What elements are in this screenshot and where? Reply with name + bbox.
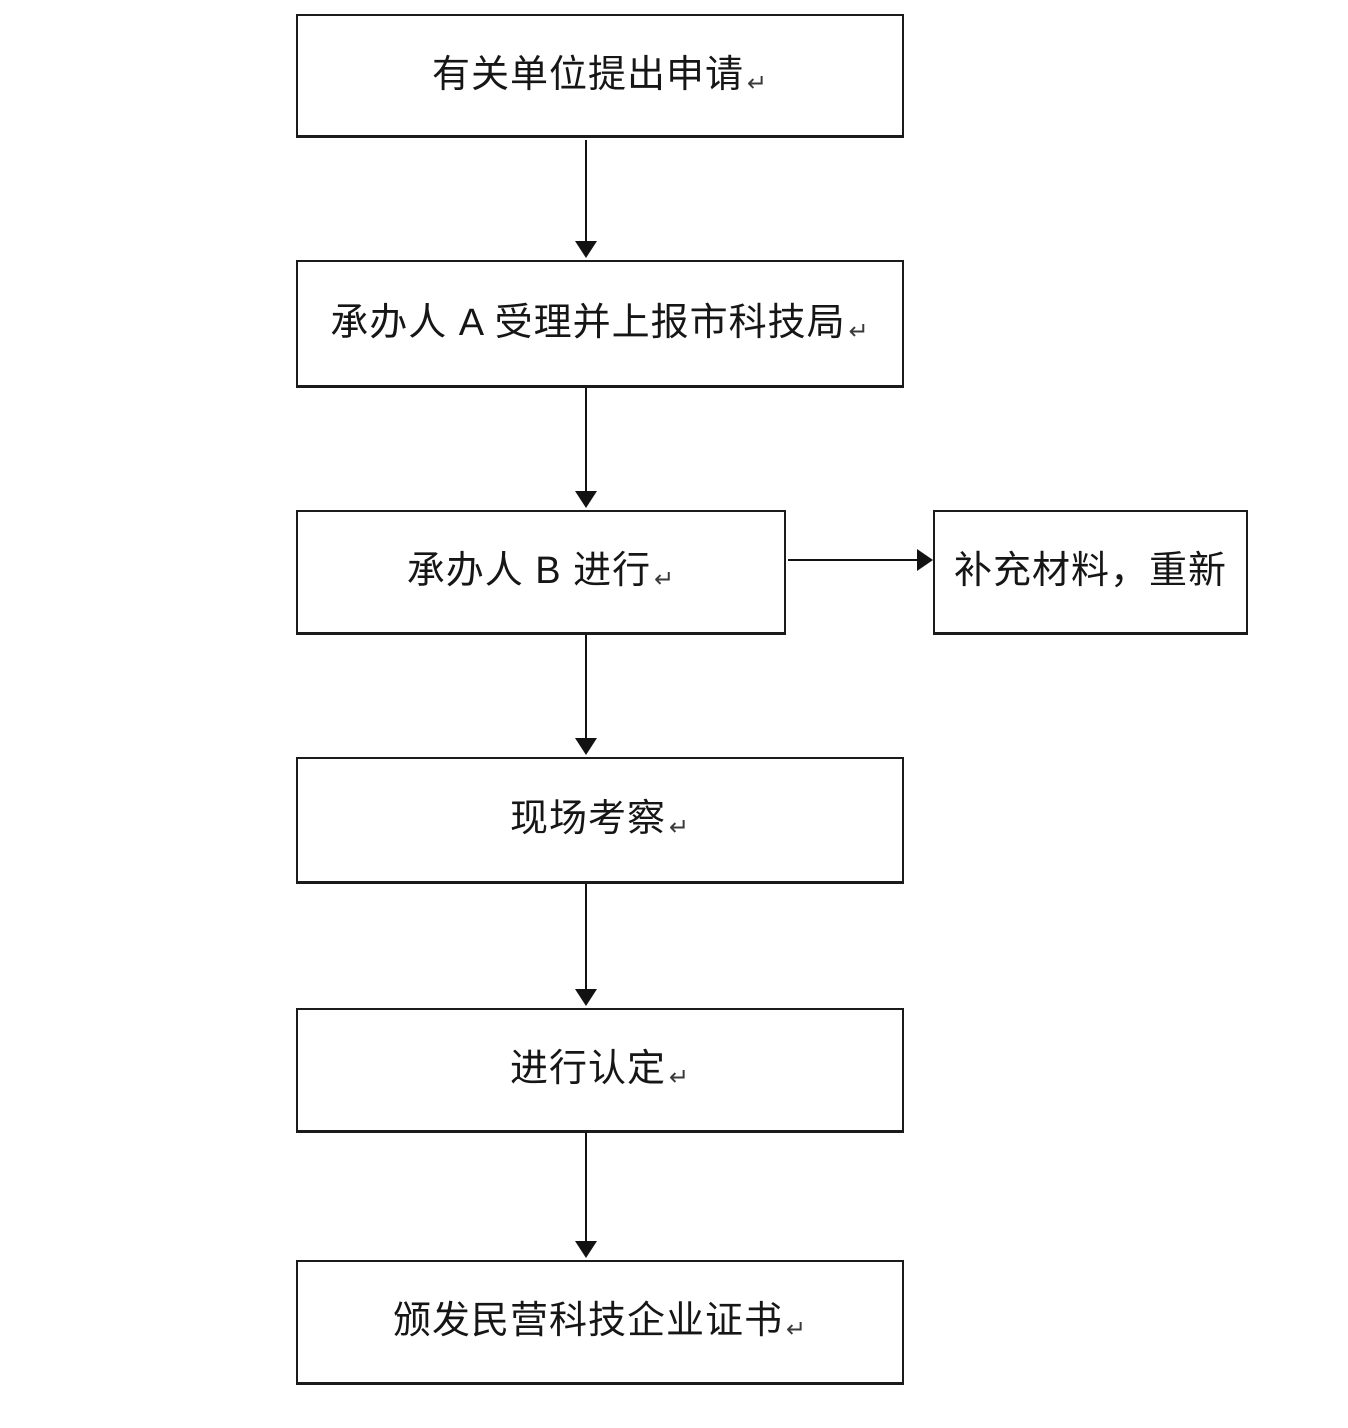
arrow-down-icon xyxy=(575,989,597,1006)
arrow-line xyxy=(585,388,587,494)
node-apply-label: 有关单位提出申请↵ xyxy=(432,53,768,99)
arrow-down-icon xyxy=(575,738,597,755)
node-supplement-materials: 补充材料，重新 xyxy=(933,510,1248,635)
paragraph-return-icon: ↵ xyxy=(668,1064,691,1092)
node-supplement-label: 补充材料，重新 xyxy=(954,549,1227,595)
paragraph-return-icon: ↵ xyxy=(654,566,676,594)
node-certification-label: 进行认定↵ xyxy=(510,1047,690,1093)
node-issue-text: 颁发民营科技企业证书 xyxy=(392,1300,783,1343)
node-issue-certificate: 颁发民营科技企业证书↵ xyxy=(296,1260,904,1385)
arrow-line xyxy=(788,559,920,561)
arrow-line xyxy=(585,1133,587,1244)
arrow-line xyxy=(585,635,587,741)
arrow-handler-a-to-handler-b xyxy=(575,388,597,508)
arrow-line xyxy=(585,884,587,992)
node-inspection-text: 现场考察 xyxy=(509,798,666,841)
arrow-inspection-to-certification xyxy=(575,884,597,1006)
paragraph-return-icon: ↵ xyxy=(746,69,769,97)
arrow-certification-to-issue xyxy=(575,1133,597,1258)
node-issue-label: 颁发民营科技企业证书↵ xyxy=(393,1299,807,1345)
node-apply-text: 有关单位提出申请 xyxy=(431,53,744,96)
node-handler-a-text: 承办人 A 受理并上报市科技局 xyxy=(330,301,846,344)
node-inspection-label: 现场考察↵ xyxy=(510,797,690,843)
arrow-line xyxy=(585,140,587,244)
arrow-handler-b-to-inspection xyxy=(575,635,597,755)
node-certification: 进行认定↵ xyxy=(296,1008,904,1133)
node-site-inspection: 现场考察↵ xyxy=(296,757,904,884)
node-certification-text: 进行认定 xyxy=(509,1048,666,1091)
arrow-right-icon xyxy=(917,549,933,571)
arrow-down-icon xyxy=(575,1241,597,1258)
arrow-down-icon xyxy=(575,241,597,258)
paragraph-return-icon: ↵ xyxy=(848,317,870,345)
node-handler-b-label: 承办人 B 进行↵ xyxy=(407,549,676,595)
arrow-handler-b-to-supplement xyxy=(788,549,933,571)
node-handler-b-review: 承办人 B 进行↵ xyxy=(296,510,786,635)
node-handler-a-accept: 承办人 A 受理并上报市科技局↵ xyxy=(296,260,904,388)
node-handler-b-text: 承办人 B 进行 xyxy=(406,550,652,593)
arrow-down-icon xyxy=(575,491,597,508)
paragraph-return-icon: ↵ xyxy=(668,814,691,842)
node-supplement-text: 补充材料，重新 xyxy=(953,550,1227,593)
arrow-apply-to-handler-a xyxy=(575,140,597,258)
paragraph-return-icon: ↵ xyxy=(785,1316,808,1344)
node-handler-a-label: 承办人 A 受理并上报市科技局↵ xyxy=(330,301,869,347)
node-apply: 有关单位提出申请↵ xyxy=(296,14,904,138)
